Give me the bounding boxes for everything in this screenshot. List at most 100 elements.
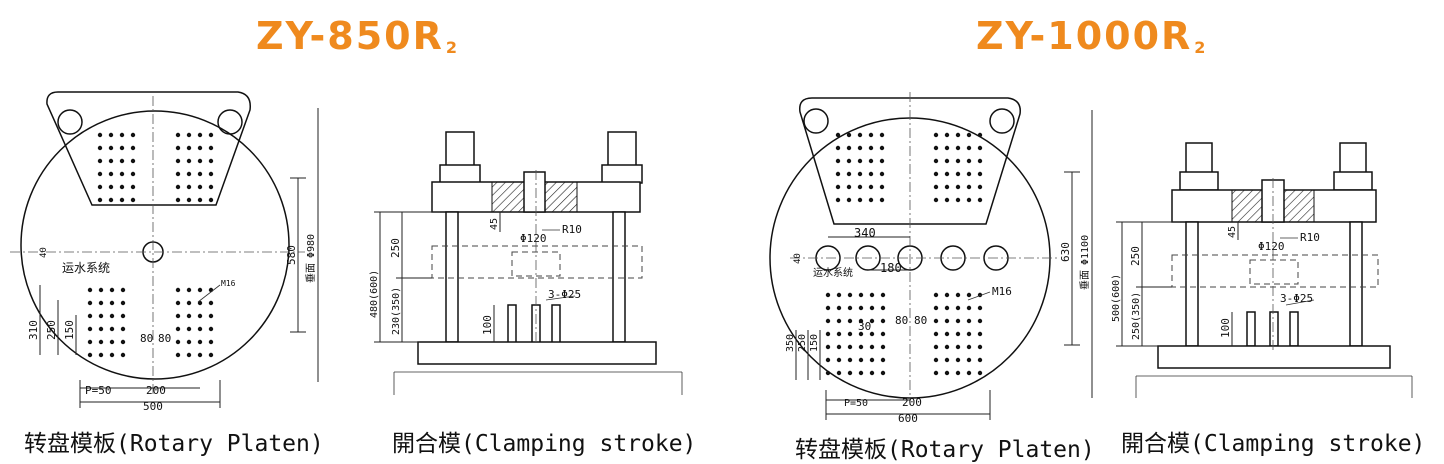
bolt-hole	[857, 158, 863, 164]
bolt-hole	[197, 145, 203, 151]
dia-prefix-label: 垂面	[1079, 270, 1091, 290]
dim-45: 45	[1227, 226, 1238, 238]
bolt-hole	[175, 300, 181, 306]
bolt-hole	[944, 184, 950, 190]
dim-600: 600	[898, 412, 918, 425]
dim-150: 150	[809, 334, 820, 352]
bolt-hole	[175, 197, 181, 203]
bolt-hole	[846, 197, 852, 203]
mold-phantom	[1249, 259, 1299, 285]
bolt-hole	[847, 305, 853, 311]
bolt-hole	[197, 339, 203, 345]
bolt-hole	[880, 318, 886, 324]
bolt-hole	[858, 305, 864, 311]
bolt-hole	[175, 326, 181, 332]
bolt-hole	[879, 158, 885, 164]
bolt-hole	[98, 313, 104, 319]
dim-p50: P=50	[844, 398, 868, 409]
bolt-hole	[977, 197, 983, 203]
bolt-hole	[197, 132, 203, 138]
bolt-hole	[966, 171, 972, 177]
dim-phi1100: Φ1100	[1080, 235, 1091, 265]
bolt-hole	[944, 132, 950, 138]
model-title-subscript: 2	[445, 38, 459, 57]
dim-250: 250	[45, 320, 58, 340]
bolt-hole	[208, 158, 214, 164]
platen-triangle-frame	[46, 91, 251, 206]
bolt-hole	[966, 331, 972, 337]
bolt-hole	[977, 370, 983, 376]
bolt-hole	[847, 357, 853, 363]
dim-340: 340	[854, 226, 876, 240]
bolt-hole	[847, 292, 853, 298]
bolt-hole	[130, 197, 136, 203]
cylinder-left	[1185, 142, 1213, 174]
dim-80b: 80	[158, 332, 171, 345]
cylinder-base-left	[439, 164, 481, 184]
dim-phi120: Φ120	[520, 232, 547, 245]
m16-label: M16	[221, 279, 236, 288]
bolt-hole	[944, 370, 950, 376]
bolt-hole	[825, 357, 831, 363]
bolt-hole	[119, 197, 125, 203]
bolt-hole	[944, 305, 950, 311]
bolt-hole	[846, 158, 852, 164]
ejector-pin	[507, 304, 517, 344]
bolt-hole	[966, 318, 972, 324]
bolt-hole	[869, 292, 875, 298]
dim-630: 630	[1059, 242, 1072, 262]
bolt-hole	[836, 344, 842, 350]
bolt-hole	[97, 171, 103, 177]
bolt-hole	[846, 184, 852, 190]
bolt-hole	[109, 300, 115, 306]
cylinder-base-right	[601, 164, 643, 184]
bolt-hole	[847, 370, 853, 376]
bolt-hole	[825, 344, 831, 350]
dim-230: 230(350)	[391, 287, 402, 335]
bolt-hole	[175, 287, 181, 293]
bolt-hole	[868, 171, 874, 177]
bolt-hole	[933, 132, 939, 138]
bolt-hole	[120, 300, 126, 306]
bolt-hole	[109, 313, 115, 319]
bolt-hole	[835, 158, 841, 164]
bolt-hole	[130, 145, 136, 151]
moving-platen-phantom	[431, 245, 643, 279]
bolt-hole	[977, 145, 983, 151]
model-title-text: ZY-850R	[256, 14, 444, 58]
bolt-hole	[836, 318, 842, 324]
bolt-hole	[197, 313, 203, 319]
bolt-hole	[955, 292, 961, 298]
bolt-hole	[87, 326, 93, 332]
tie-bar	[445, 211, 459, 343]
dim-150: 150	[63, 320, 76, 340]
bolt-hole	[966, 132, 972, 138]
bolt-hole	[879, 171, 885, 177]
bolt-hole	[858, 370, 864, 376]
bolt-hole	[955, 331, 961, 337]
bolt-hole	[208, 132, 214, 138]
water-system-label: 运水系统	[813, 266, 853, 279]
dim-40: 40	[39, 247, 49, 258]
bolt-hole	[857, 171, 863, 177]
bolt-hole	[97, 158, 103, 164]
nozzle-block-left	[491, 181, 525, 213]
bolt-hole	[108, 184, 114, 190]
bolt-hole	[944, 292, 950, 298]
bolt-hole	[208, 197, 214, 203]
bolt-hole	[977, 344, 983, 350]
bolt-hole	[175, 145, 181, 151]
bolt-hole	[186, 287, 192, 293]
bolt-hole	[186, 352, 192, 358]
bolt-hole	[858, 318, 864, 324]
bolt-hole	[933, 184, 939, 190]
bolt-hole	[846, 171, 852, 177]
bolt-hole-pattern	[87, 132, 214, 358]
bolt-hole	[966, 184, 972, 190]
nozzle-block-right	[544, 181, 578, 213]
bolt-hole	[944, 145, 950, 151]
bolt-hole	[186, 300, 192, 306]
bolt-hole	[97, 132, 103, 138]
tie-bar	[1185, 221, 1199, 347]
